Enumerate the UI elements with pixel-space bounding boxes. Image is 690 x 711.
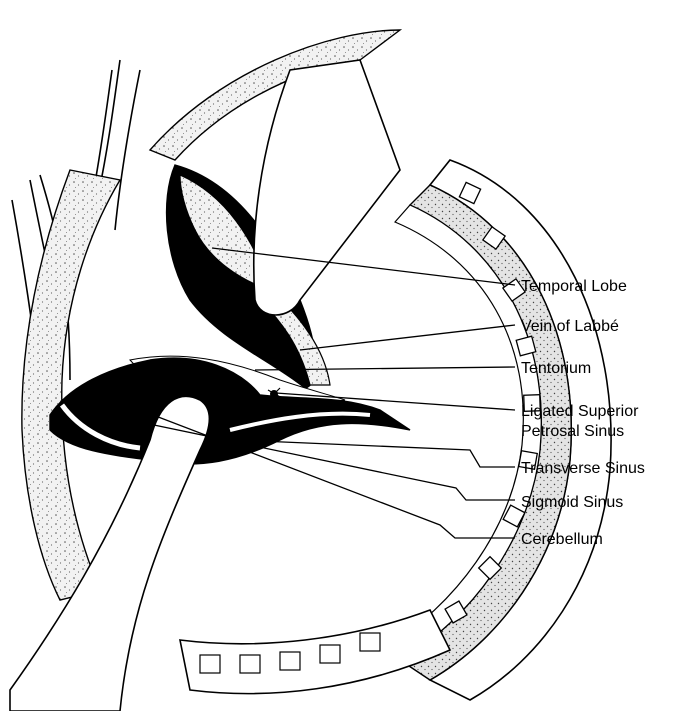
label-ligated-sps-line2: Petrosal Sinus bbox=[521, 423, 624, 440]
label-sigmoid-sinus: Sigmoid Sinus bbox=[521, 494, 623, 511]
transverse-sigmoid-sinus bbox=[50, 358, 410, 464]
label-vein-of-labbe: Vein of Labbé bbox=[521, 318, 619, 335]
label-temporal-lobe: Temporal Lobe bbox=[521, 278, 627, 295]
label-ligated-sps-line1: Ligated Superior bbox=[521, 403, 639, 420]
bone-flap-lower bbox=[180, 610, 450, 694]
label-tentorium: Tentorium bbox=[521, 360, 591, 377]
upper-retractor bbox=[254, 60, 400, 315]
label-transverse-sinus: Transverse Sinus bbox=[521, 460, 645, 477]
label-group: Temporal Lobe Vein of Labbé Tentorium Li… bbox=[521, 278, 645, 548]
label-cerebellum: Cerebellum bbox=[521, 531, 603, 548]
